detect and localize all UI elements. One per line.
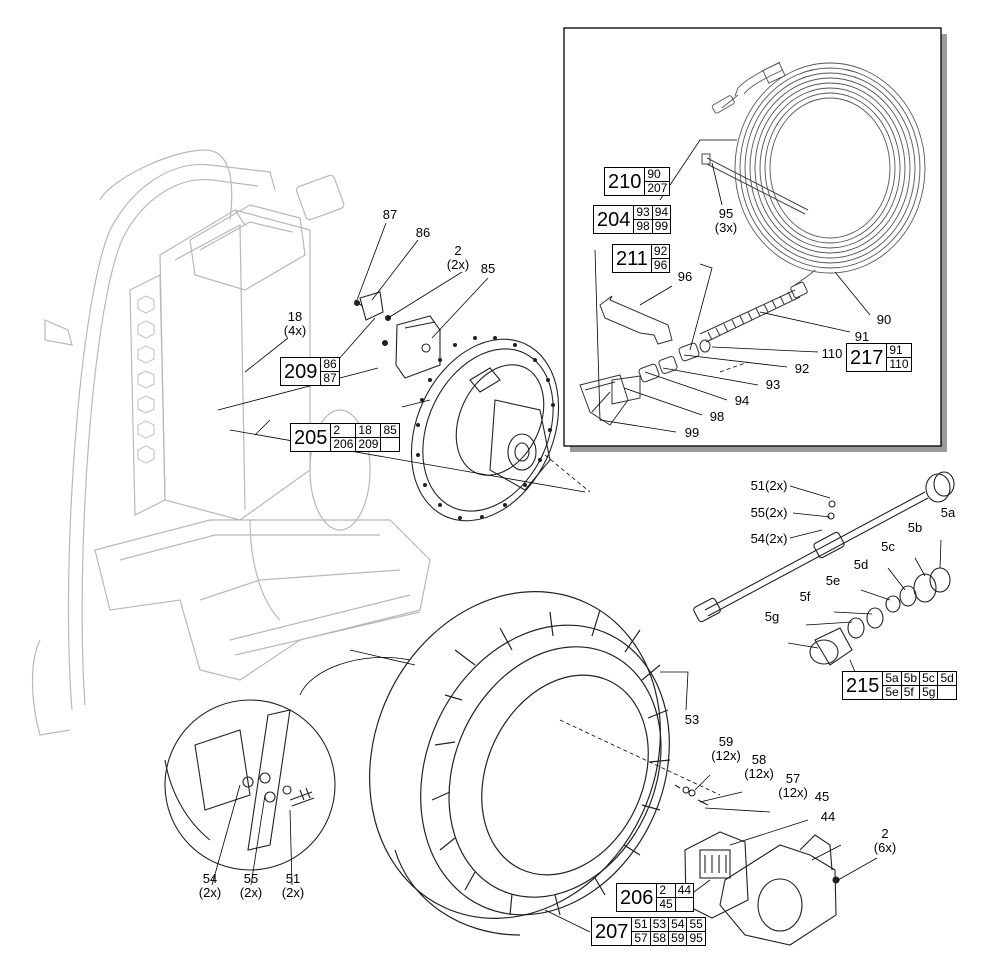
callout-54-2x-right: 54(2x) [750,531,788,546]
leader-lines [211,139,942,933]
callout-45: 45 [814,789,830,804]
callout-53: 53 [684,712,700,727]
callout-95-3x: 95(3x) [714,206,738,235]
callout-99: 99 [684,425,700,440]
cover-and-panel [684,831,840,946]
callout-5c: 5c [881,539,895,554]
callout-93: 93 [765,377,781,392]
callout-5g: 5g [764,609,780,624]
callout-5e: 5e [825,573,841,588]
callout-92: 92 [794,361,810,376]
callout-58-12x: 58(12x) [744,752,774,781]
callout-5d: 5d [853,557,869,572]
callout-5a: 5a [940,505,956,520]
callout-55-2x-left: 55(2x) [239,871,263,900]
callout-86: 86 [415,225,431,240]
callout-57-12x: 57(12x) [778,771,808,800]
callout-55-2x-right: 55(2x) [750,505,788,520]
callout-87: 87 [382,207,398,222]
callout-59-12x: 59(12x) [711,734,741,763]
nozzle-assembly [674,471,955,806]
cable-tie [701,153,809,215]
callout-98: 98 [709,409,725,424]
callout-85: 85 [480,261,496,276]
frame-housing-ghost [31,149,431,736]
bracket-and-cover [353,291,441,379]
reel-hub-plate [410,338,560,522]
callout-5b: 5b [907,520,923,535]
callout-90: 90 [876,312,892,327]
reel-drum [369,591,671,936]
hose-kit-inset [563,27,947,452]
reel-hub-bolts [416,336,555,520]
callout-18-4x: 18(4x) [283,309,307,338]
callout-44: 44 [820,809,836,824]
coiled-hose [711,61,926,286]
callout-54-2x-left: 54(2x) [198,871,222,900]
callout-94: 94 [734,393,750,408]
callout-5f: 5f [799,589,811,604]
callout-51-2x-left: 51(2x) [281,871,305,900]
callout-91: 91 [854,329,870,344]
detail-magnifier [164,699,336,871]
callout-110: 110 [821,346,843,361]
hose-fittings [579,281,808,426]
callout-51-2x-right: 51(2x) [750,478,788,493]
callout-96: 96 [677,269,693,284]
callout-2-2x: 2(2x) [446,243,470,272]
callout-2-6x: 2(6x) [873,826,897,855]
